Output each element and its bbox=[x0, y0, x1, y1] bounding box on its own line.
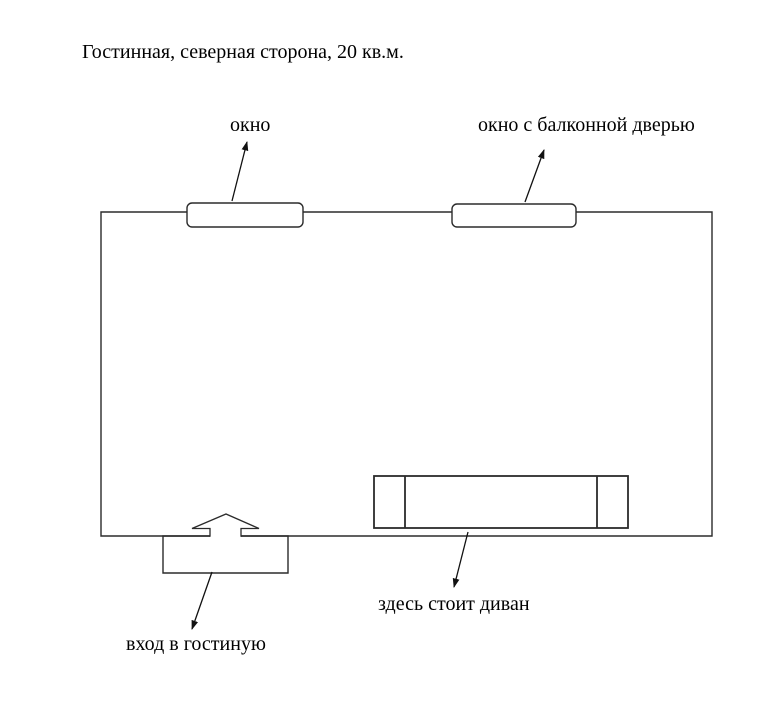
balcony-door-window bbox=[451, 203, 577, 228]
sofa-label: здесь стоит диван bbox=[378, 593, 530, 615]
entrance-direction-block-arrow bbox=[191, 513, 260, 537]
window-label: окно bbox=[230, 114, 271, 136]
sofa-body bbox=[373, 475, 629, 529]
window bbox=[186, 202, 304, 228]
entrance-label: вход в гостиную bbox=[126, 633, 266, 655]
balcony-window-annotation-arrow bbox=[524, 149, 545, 203]
window-annotation-arrow bbox=[231, 141, 249, 202]
page-title: Гостинная, северная сторона, 20 кв.м. bbox=[82, 41, 404, 63]
sofa-annotation-arrow bbox=[452, 531, 469, 588]
balcony-window-label: окно с балконной дверью bbox=[478, 114, 695, 136]
entrance-vestibule bbox=[162, 535, 289, 574]
room-outline bbox=[100, 211, 713, 537]
sofa bbox=[373, 475, 629, 529]
entrance-annotation-arrow bbox=[191, 571, 213, 630]
